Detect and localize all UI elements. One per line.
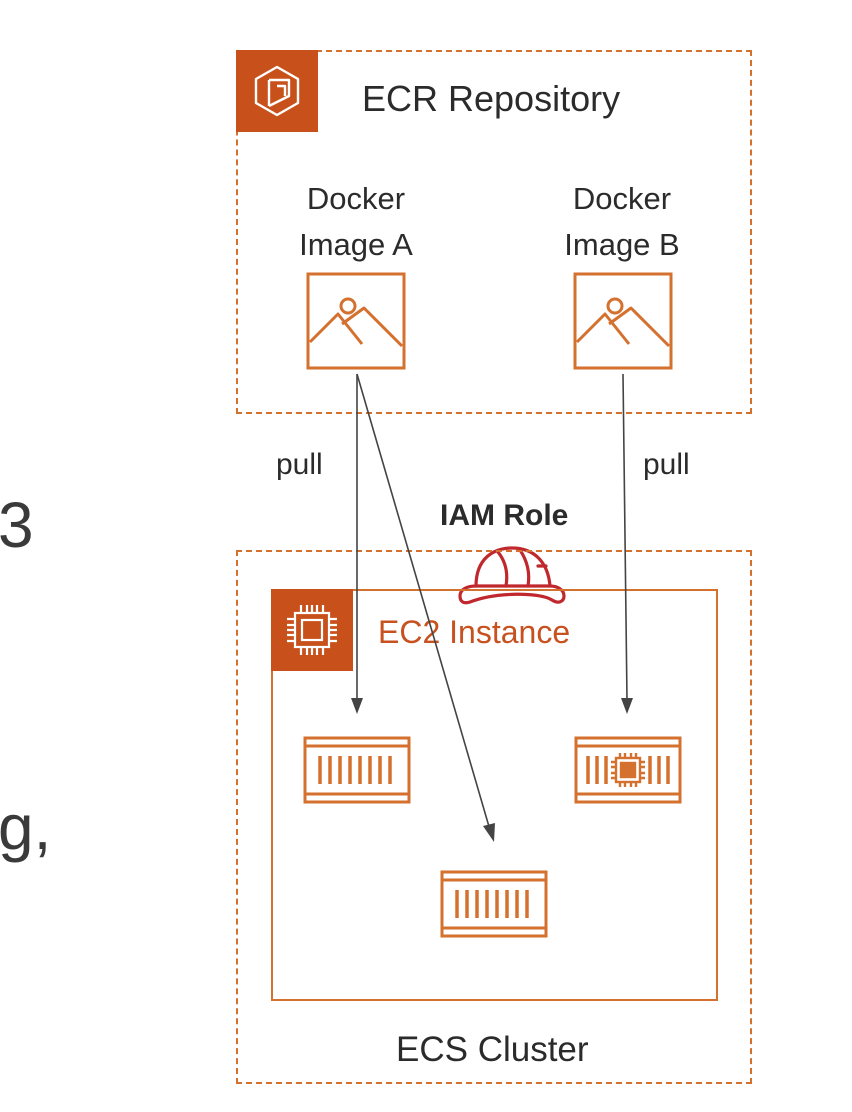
image-icon — [306, 272, 406, 370]
cropped-slide-text-top: 3 — [0, 489, 34, 561]
iam-role-label: IAM Role — [440, 499, 569, 532]
ecr-repository-title: ECR Repository — [362, 78, 621, 119]
cropped-slide-text-bottom: g, — [0, 791, 52, 863]
ec2-chip-icon — [271, 589, 353, 671]
ec2-instance-group — [271, 589, 718, 1001]
docker-image-b-line2: Image B — [564, 227, 680, 262]
ecs-cluster-group — [236, 550, 752, 1084]
arrow-image-b-to-container-right — [622, 373, 628, 701]
docker-image-b-label: Docker Image B — [546, 176, 698, 268]
arrowhead-center — [483, 823, 495, 842]
pull-label-right: pull — [643, 448, 690, 481]
docker-image-a-line2: Image A — [299, 227, 413, 262]
arrowhead-right — [621, 698, 633, 714]
container-icon — [574, 736, 682, 804]
docker-image-b-line1: Docker — [572, 181, 672, 216]
container-icon — [440, 870, 548, 938]
hard-hat-icon — [456, 540, 568, 606]
ecs-cluster-label: ECS Cluster — [396, 1030, 589, 1069]
image-icon — [573, 272, 673, 370]
arrow-image-a-to-container-center — [356, 373, 491, 831]
ecr-repository-icon — [236, 50, 318, 132]
docker-image-a-line1: Docker — [306, 181, 406, 216]
docker-image-a-label: Docker Image A — [280, 176, 432, 268]
ecr-repository-group — [236, 50, 752, 414]
arrowhead-left — [351, 698, 363, 714]
container-icon — [303, 736, 411, 804]
pull-label-left: pull — [276, 448, 323, 481]
ec2-instance-label: EC2 Instance — [378, 614, 571, 650]
